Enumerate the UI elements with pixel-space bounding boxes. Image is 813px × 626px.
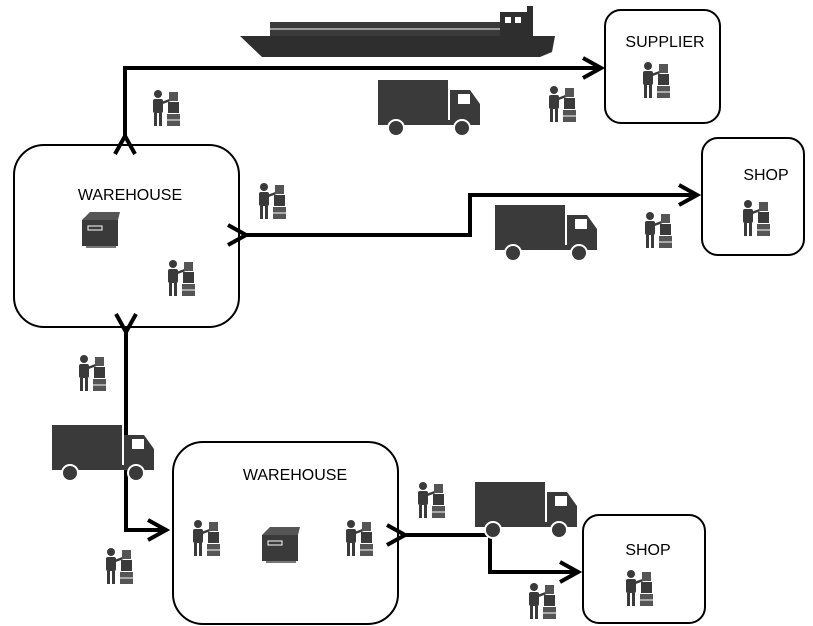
delivery-truck-icon xyxy=(475,482,577,538)
supplier-warehouse-connector xyxy=(125,68,601,136)
shipping-box-icon xyxy=(262,527,300,563)
worker-with-boxes-icon xyxy=(418,482,445,518)
delivery-truck-icon xyxy=(495,205,597,261)
worker-with-boxes-icon xyxy=(549,86,576,122)
shipping-box-icon xyxy=(82,212,120,248)
worker-with-boxes-icon xyxy=(106,548,133,584)
warehouse-bottom-label: WAREHOUSE xyxy=(243,467,347,484)
warehouse-shop-bottom-connector xyxy=(405,535,578,572)
warehouse-node-bottom: WAREHOUSE xyxy=(173,442,398,624)
delivery-truck-icon xyxy=(52,425,154,481)
worker-with-boxes-icon xyxy=(645,212,672,248)
warehouse-warehouse-connector xyxy=(126,332,166,530)
worker-with-boxes-icon xyxy=(79,355,106,391)
shop-bottom-label: SHOP xyxy=(625,542,670,559)
worker-with-boxes-icon xyxy=(529,583,556,619)
supplier-node: SUPPLIER xyxy=(605,10,720,123)
delivery-truck-icon xyxy=(378,80,480,136)
supplier-label: SUPPLIER xyxy=(625,34,704,51)
worker-with-boxes-icon xyxy=(259,183,286,219)
cargo-ship-icon xyxy=(240,6,555,57)
warehouse-shop-top-connector xyxy=(246,195,697,235)
warehouse-node-top: WAREHOUSE xyxy=(14,145,239,327)
shop-top-label: SHOP xyxy=(743,167,788,184)
shop-node-bottom: SHOP xyxy=(583,515,705,623)
worker-with-boxes-icon xyxy=(153,90,180,126)
warehouse-top-label: WAREHOUSE xyxy=(78,187,182,204)
shop-node-top: SHOP xyxy=(702,138,804,255)
